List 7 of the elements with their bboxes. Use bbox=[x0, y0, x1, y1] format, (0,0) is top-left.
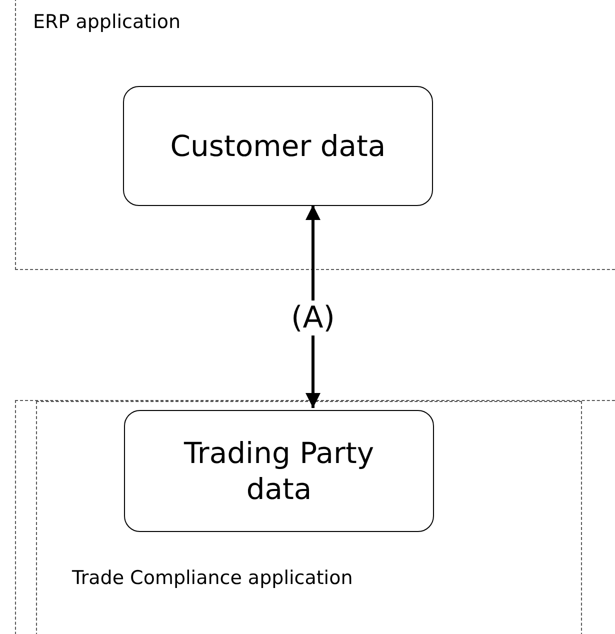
data-box bbox=[123, 86, 433, 206]
boundary-label: ERP application bbox=[33, 11, 181, 33]
data-box bbox=[124, 410, 434, 532]
box-label: Customer data bbox=[170, 128, 386, 164]
boundary-label: Trade Compliance application bbox=[72, 567, 353, 589]
application-boundary bbox=[15, 0, 615, 270]
box-label: Trading Party data bbox=[182, 434, 376, 508]
